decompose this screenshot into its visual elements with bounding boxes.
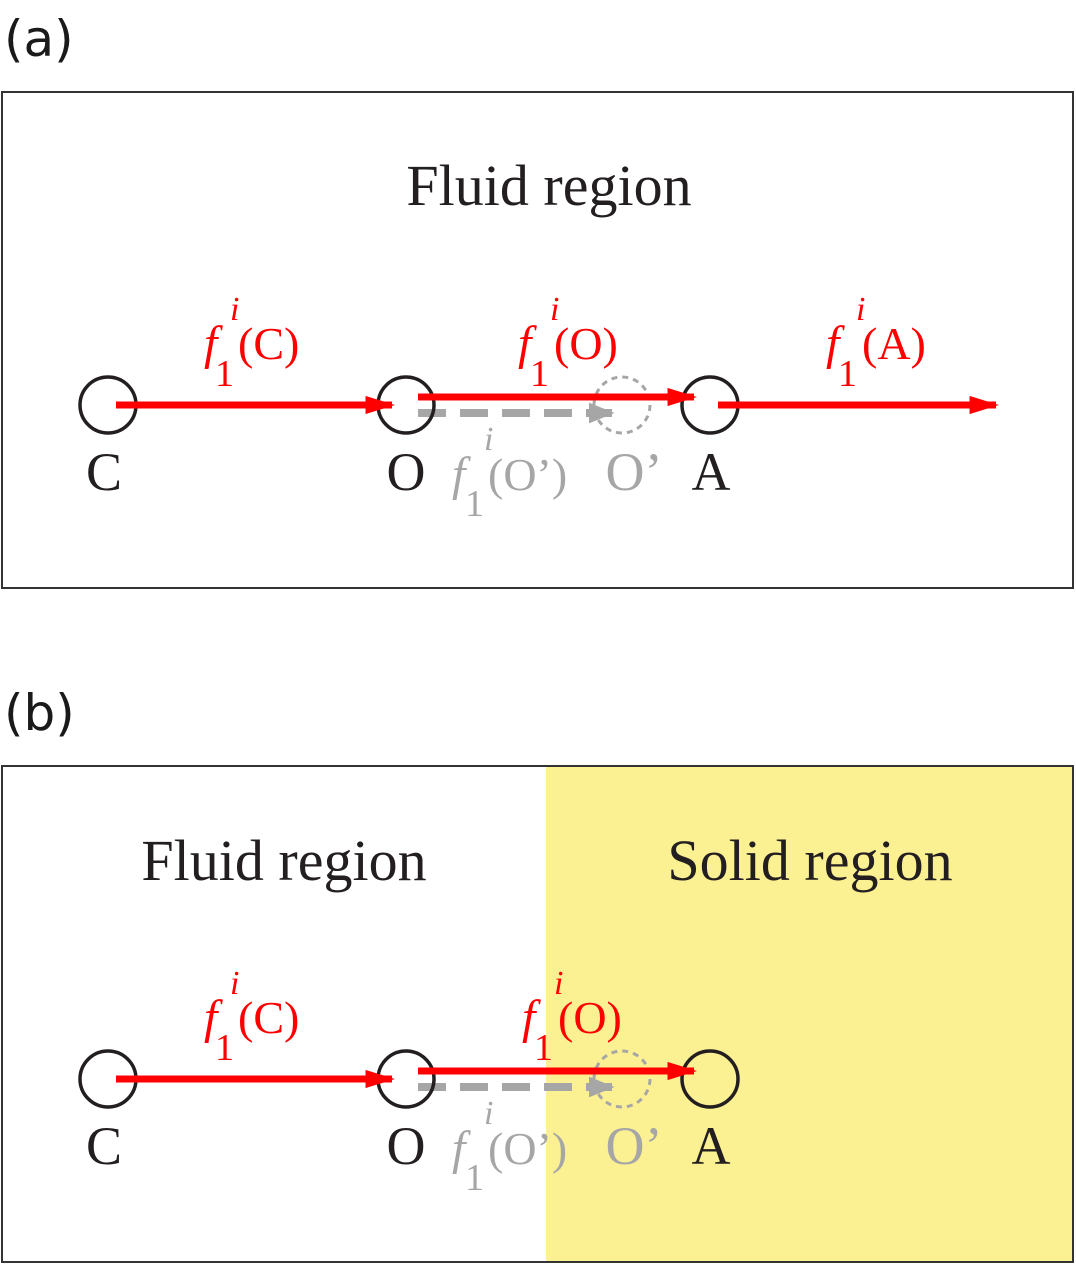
panel-a-node-o-label: O	[387, 442, 426, 502]
f-argument: (O)	[554, 318, 618, 369]
panel-a-node-o-prime	[592, 375, 652, 435]
f-superscript: i	[230, 291, 239, 328]
f-superscript: i	[554, 965, 563, 1002]
panel-b-node-a-label: A	[692, 1116, 731, 1176]
panel-b-force-label-c: f i 1 (C)	[204, 965, 299, 1069]
panel-b-node-c-label: C	[86, 1116, 122, 1176]
f-superscript: i	[550, 291, 559, 328]
panel-a-frame	[1, 91, 1074, 589]
f-subscript: 1	[465, 1157, 484, 1199]
f-argument: (O’)	[488, 449, 567, 500]
panel-b-node-o-prime	[592, 1049, 652, 1109]
f-superscript: i	[230, 965, 239, 1002]
panel-b-frame	[1, 765, 1074, 1263]
f-subscript: 1	[215, 1027, 234, 1069]
panel-b-fluid-region-label: Fluid region	[141, 828, 426, 893]
f-argument: (A)	[862, 318, 926, 369]
f-subscript: 1	[530, 353, 549, 395]
panel-a-fluid-region-label: Fluid region	[406, 153, 691, 218]
panel-a: (a) Fluid region f i 1 (C) f i 1 (O) f	[1, 10, 1074, 589]
f-superscript: i	[484, 1095, 493, 1132]
panel-b-node-o-label: O	[387, 1116, 426, 1176]
panel-a-node-a-label: A	[692, 442, 731, 502]
f-superscript: i	[856, 291, 865, 328]
panel-a-node-o-prime-label: O’	[606, 442, 663, 502]
panel-b-letter: (b)	[4, 684, 75, 742]
panel-b-solid-region	[546, 766, 1073, 1262]
f-argument: (O)	[558, 992, 622, 1043]
panel-b-force-label-o: f i 1 (O)	[522, 965, 622, 1069]
panel-a-letter: (a)	[4, 10, 74, 68]
f-argument: (C)	[238, 318, 299, 369]
panel-b-node-o-prime-label: O’	[606, 1116, 663, 1176]
f-subscript: 1	[534, 1027, 553, 1069]
panel-a-node-c-label: C	[86, 442, 122, 502]
panel-b-solid-region-label: Solid region	[667, 828, 952, 893]
panel-a-force-label-o: f i 1 (O)	[518, 291, 618, 395]
f-subscript: 1	[838, 353, 857, 395]
panel-a-force-label-c: f i 1 (C)	[204, 291, 299, 395]
f-subscript: 1	[215, 353, 234, 395]
f-subscript: 1	[465, 483, 484, 525]
panel-a-force-label-o-prime: f i 1 (O’)	[452, 421, 567, 525]
f-argument: (C)	[238, 992, 299, 1043]
f-superscript: i	[484, 421, 493, 458]
panel-a-force-label-a: f i 1 (A)	[826, 291, 926, 395]
f-argument: (O’)	[488, 1123, 567, 1174]
panel-b: (b) Fluid region Solid region f i 1 (C) …	[1, 684, 1074, 1263]
